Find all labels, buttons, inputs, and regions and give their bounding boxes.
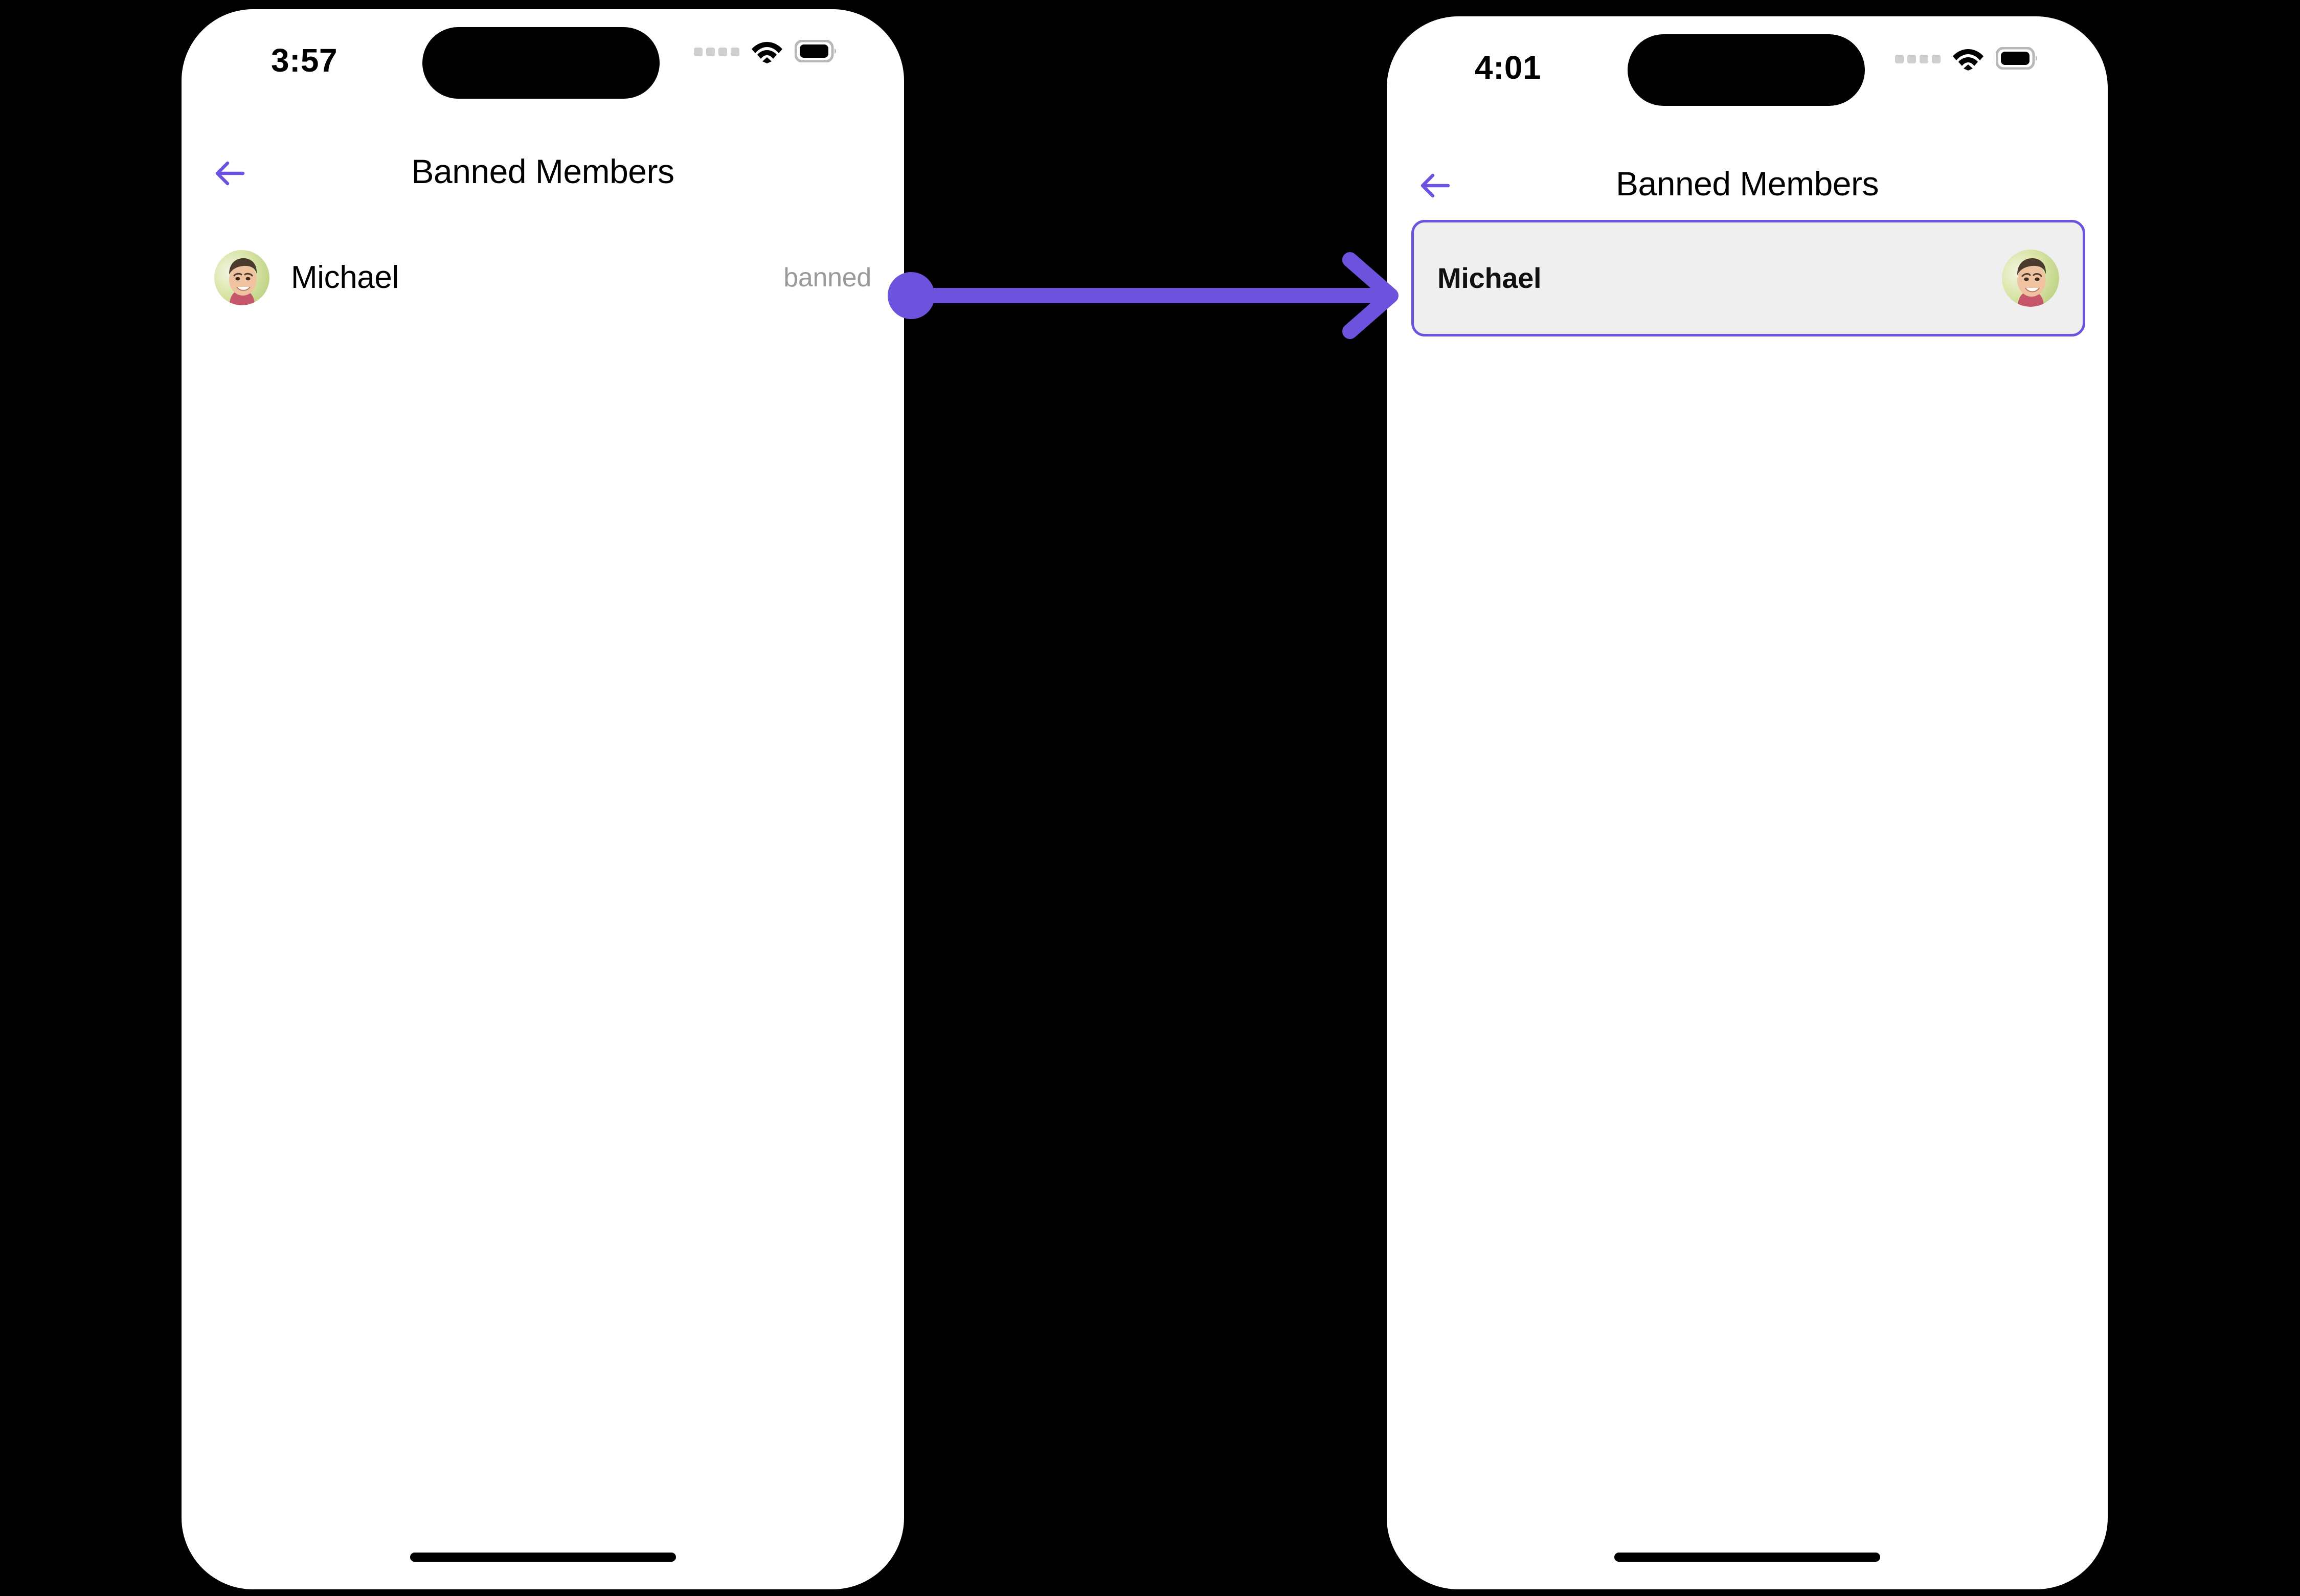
member-name: Michael	[291, 260, 399, 295]
status-indicators	[694, 39, 838, 66]
list-item[interactable]: Michael banned	[182, 237, 904, 319]
cellular-bars-icon	[694, 48, 739, 56]
wifi-icon	[751, 39, 783, 66]
status-time: 4:01	[1475, 49, 1542, 86]
status-time: 3:57	[271, 42, 338, 79]
phone-screen-before: 3:57	[182, 9, 904, 1589]
battery-icon	[794, 39, 838, 65]
status-bar: 3:57	[182, 9, 904, 106]
status-indicators	[1895, 46, 2039, 73]
dynamic-island	[1628, 34, 1865, 106]
phone-screen-after: 4:01	[1387, 16, 2108, 1589]
home-indicator	[1614, 1553, 1880, 1562]
home-indicator	[410, 1553, 676, 1562]
nav-bar: Banned Members	[1387, 155, 2108, 217]
page-title: Banned Members	[1616, 165, 1879, 203]
status-bar: 4:01	[1387, 16, 2108, 114]
arrow-head-icon	[1342, 252, 1399, 339]
member-name: Michael	[1437, 262, 1542, 294]
wifi-icon	[1952, 46, 1985, 73]
highlighted-list-item[interactable]: Michael	[1411, 220, 2085, 336]
battery-icon	[1995, 47, 2039, 72]
avatar	[214, 250, 269, 305]
arrow-left-icon	[215, 161, 245, 186]
back-button[interactable]	[1407, 158, 1463, 214]
status-badge: banned	[783, 263, 871, 293]
transition-arrow	[869, 240, 1422, 353]
arrow-left-icon	[1420, 173, 1450, 198]
dynamic-island	[422, 27, 660, 99]
nav-bar: Banned Members	[182, 143, 904, 205]
page-title: Banned Members	[411, 152, 674, 190]
back-button[interactable]	[202, 145, 258, 201]
avatar	[2002, 250, 2059, 307]
cellular-bars-icon	[1895, 55, 1941, 63]
